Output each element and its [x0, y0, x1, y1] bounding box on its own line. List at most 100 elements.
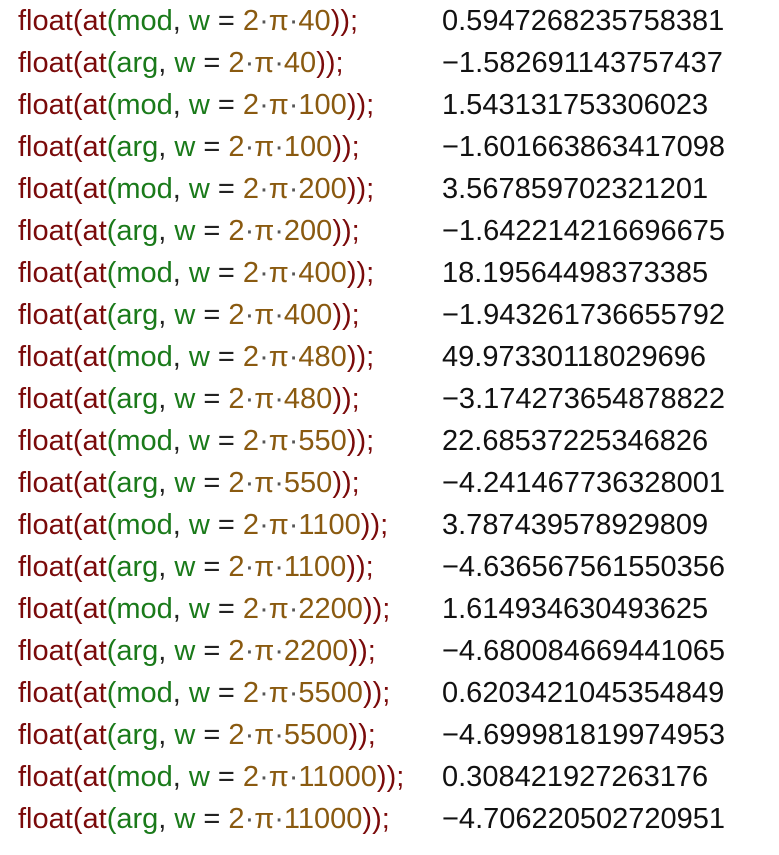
close-parens: )); [348, 635, 376, 667]
worksheet-row[interactable]: float(at(mod, w = 2·π·400)); 18.195644983… [0, 252, 779, 294]
input-expression[interactable]: float(at(mod, w = 2·π·200)); [18, 168, 374, 210]
equals-sign: = [209, 509, 243, 541]
input-expression[interactable]: float(at(mod, w = 2·π·2200)); [18, 588, 390, 630]
output-result: 3.567859702321201 [442, 173, 709, 205]
input-expression[interactable]: float(at(arg, w = 2·π·1100)); [18, 546, 374, 588]
param-name: w [174, 551, 196, 583]
worksheet-row[interactable]: float(at(arg, w = 2·π·400));−1.943261736… [0, 294, 779, 336]
close-parens: )); [362, 677, 391, 709]
worksheet-row[interactable]: float(at(mod, w = 2·π·480)); 49.973301180… [0, 336, 779, 378]
worksheet-row[interactable]: float(at(arg, w = 2·π·40)); −1.5826911437… [0, 42, 779, 84]
comma: , [158, 551, 175, 583]
output-result: 49.97330118029696 [442, 341, 706, 373]
frequency-value: 40 [298, 5, 331, 37]
input-expression[interactable]: float(at(arg, w = 2·π·480)); [18, 378, 360, 420]
equals-sign: = [195, 551, 229, 583]
coefficient: 2 [228, 719, 245, 751]
close-parens: )); [362, 803, 390, 835]
input-expression[interactable]: float(at(mod, w = 2·π·480)); [18, 336, 374, 378]
open-paren: ( [72, 257, 83, 289]
variable-name: arg [116, 215, 159, 247]
input-expression[interactable]: float(at(arg, w = 2·π·5500)); [18, 714, 376, 756]
input-expression[interactable]: float(at(arg, w = 2·π·400)); [18, 294, 360, 336]
equals-sign: = [195, 635, 229, 667]
coefficient: 2 [242, 5, 260, 37]
input-expression[interactable]: float(at(mod, w = 2·π·550)); [18, 420, 374, 462]
worksheet-row[interactable]: float(at(arg, w = 2·π·5500));−4.69998181… [0, 714, 779, 756]
worksheet-row[interactable]: float(at(arg, w = 2·π·480));−3.174273654… [0, 378, 779, 420]
worksheet-row[interactable]: float(at(arg, w = 2·π·11000)); −4.7062205… [0, 798, 779, 840]
at-function-name: at [82, 173, 107, 205]
comma: , [172, 341, 189, 373]
comma: , [158, 47, 175, 79]
open-paren: ( [72, 5, 83, 37]
open-paren: ( [72, 383, 83, 415]
variable-name: mod [116, 89, 173, 121]
frequency-value: 2200 [298, 593, 363, 625]
input-expression[interactable]: float(at(arg, w = 2·π·2200)); [18, 630, 376, 672]
input-expression[interactable]: float(at(arg, w = 2·π·100)); [18, 126, 360, 168]
coefficient: 2 [242, 425, 260, 457]
input-expression[interactable]: float(at(mod, w = 2·π·40)); [18, 0, 358, 42]
frequency-value: 400 [298, 257, 347, 289]
comma: , [172, 257, 189, 289]
worksheet-row[interactable]: float(at(arg, w = 2·π·100));−1.601663863… [0, 126, 779, 168]
input-expression[interactable]: float(at(mod, w = 2·π·5500)); [18, 672, 390, 714]
multiply-dot: · [244, 719, 255, 751]
worksheet-row[interactable]: float(at(mod, w = 2·π·1100));3.787439578… [0, 504, 779, 546]
worksheet-row[interactable]: float(at(arg, w = 2·π·1100));−4.63656756… [0, 546, 779, 588]
worksheet-row[interactable]: float(at(mod, w = 2·π·40));0.59472682357… [0, 0, 779, 42]
multiply-dot: · [288, 173, 299, 205]
frequency-value: 480 [298, 341, 347, 373]
input-expression[interactable]: float(at(arg, w = 2·π·40)); [18, 42, 344, 84]
worksheet-row[interactable]: float(at(mod, w = 2·π·550));22.685372253… [0, 420, 779, 462]
variable-name: arg [116, 383, 159, 415]
param-name: w [174, 215, 196, 247]
pi-symbol: π [268, 5, 289, 37]
input-expression[interactable]: float(at(arg, w = 2·π·200)); [18, 210, 360, 252]
param-name: w [174, 47, 196, 79]
input-expression[interactable]: float(at(arg, w = 2·π·550)); [18, 462, 360, 504]
coefficient: 2 [242, 593, 260, 625]
multiply-dot: · [288, 677, 299, 709]
pi-symbol: π [254, 551, 275, 583]
output-result: −4.706220502720951 [442, 803, 726, 835]
input-expression[interactable]: float(at(mod, w = 2·π·400)); [18, 252, 374, 294]
worksheet-row[interactable]: float(at(mod, w = 2·π·200));3.5678597023… [0, 168, 779, 210]
output-result: −1.582691143757437 [442, 47, 723, 79]
coefficient: 2 [242, 173, 260, 205]
output-result: 18.19564498373385 [442, 257, 709, 289]
worksheet-row[interactable]: float(at(arg, w = 2·π·550));−4.241467736… [0, 462, 779, 504]
float-function-name: float [18, 551, 73, 583]
multiply-dot: · [274, 215, 284, 247]
at-function-name: at [82, 551, 107, 583]
multiply-dot: · [288, 425, 299, 457]
at-function-name: at [82, 89, 107, 121]
multiply-dot: · [244, 215, 255, 247]
worksheet-row[interactable]: float(at(mod, w = 2·π·11000));0.30842192… [0, 756, 779, 798]
comma: , [172, 173, 189, 205]
worksheet-row[interactable]: float(at(mod, w = 2·π·100));1.5431317533… [0, 84, 779, 126]
worksheet-row[interactable]: float(at(arg, w = 2·π·2200));−4.68008466… [0, 630, 779, 672]
open-paren: ( [106, 341, 117, 373]
variable-name: arg [116, 803, 159, 835]
close-parens: )); [376, 761, 405, 793]
multiply-dot: · [244, 47, 255, 79]
worksheet-row[interactable]: float(at(mod, w = 2·π·5500));0.620342104… [0, 672, 779, 714]
param-name: w [188, 257, 210, 289]
at-function-name: at [82, 299, 107, 331]
param-name: w [188, 341, 210, 373]
float-function-name: float [18, 47, 73, 79]
open-paren: ( [106, 89, 117, 121]
coefficient: 2 [242, 89, 260, 121]
input-expression[interactable]: float(at(mod, w = 2·π·1100)); [18, 504, 388, 546]
input-expression[interactable]: float(at(arg, w = 2·π·11000)); [18, 798, 390, 840]
param-name: w [188, 425, 210, 457]
worksheet-row[interactable]: float(at(mod, w = 2·π·2200));1.614934630… [0, 588, 779, 630]
input-expression[interactable]: float(at(mod, w = 2·π·11000)); [18, 756, 404, 798]
worksheet-row[interactable]: float(at(arg, w = 2·π·200));−1.642214216… [0, 210, 779, 252]
param-name: w [188, 761, 210, 793]
input-expression[interactable]: float(at(mod, w = 2·π·100)); [18, 84, 374, 126]
at-function-name: at [82, 341, 107, 373]
